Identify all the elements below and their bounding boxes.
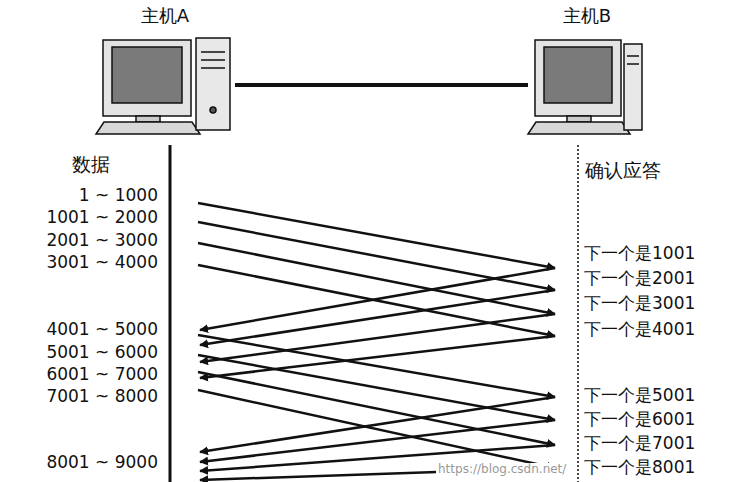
time-line (577, 145, 579, 482)
ack-label: 下一个是5001 (584, 386, 695, 405)
message-arrow (200, 314, 555, 362)
data-range: 6001 ~ 7000 (46, 365, 158, 384)
message-arrow (198, 372, 555, 445)
message-arrow (198, 355, 555, 420)
data-range: 4001 ~ 5000 (46, 320, 158, 339)
time-line (169, 145, 172, 482)
computer-icon (528, 40, 642, 134)
ack-label: 下一个是8001 (584, 458, 695, 477)
message-arrow (200, 397, 555, 452)
watermark: https://blog.csdn.net/ (436, 463, 568, 476)
data-range: 1 ~ 1000 (79, 186, 158, 205)
ack-label: 下一个是6001 (584, 410, 695, 429)
ack-label: 下一个是4001 (584, 320, 695, 339)
data-range: 3001 ~ 4000 (46, 253, 158, 272)
data-range: 8001 ~ 9000 (46, 453, 158, 472)
network-cable (235, 83, 528, 87)
column-heading: 确认应答 (585, 160, 661, 181)
ack-label: 下一个是7001 (584, 434, 695, 453)
computer-icon (96, 38, 230, 134)
column-heading: 数据 (72, 154, 110, 175)
message-arrow (198, 390, 555, 468)
message-arrow (198, 243, 555, 314)
data-range: 2001 ~ 3000 (46, 231, 158, 250)
message-arrow (198, 265, 555, 336)
message-arrow (198, 222, 555, 290)
message-arrow (198, 203, 555, 268)
data-range: 1001 ~ 2000 (46, 208, 158, 227)
data-range: 5001 ~ 6000 (46, 343, 158, 362)
message-arrow (200, 336, 555, 378)
ack-label: 下一个是2001 (584, 269, 695, 288)
host-name: 主机B (528, 6, 646, 26)
computer-node: 主机B (528, 6, 646, 136)
message-arrows (198, 203, 555, 480)
computer-node: 主机A (95, 6, 235, 136)
data-range: 7001 ~ 8000 (46, 387, 158, 406)
host-name: 主机A (95, 6, 235, 26)
ack-label: 下一个是1001 (584, 244, 695, 263)
ack-label: 下一个是3001 (584, 294, 695, 313)
